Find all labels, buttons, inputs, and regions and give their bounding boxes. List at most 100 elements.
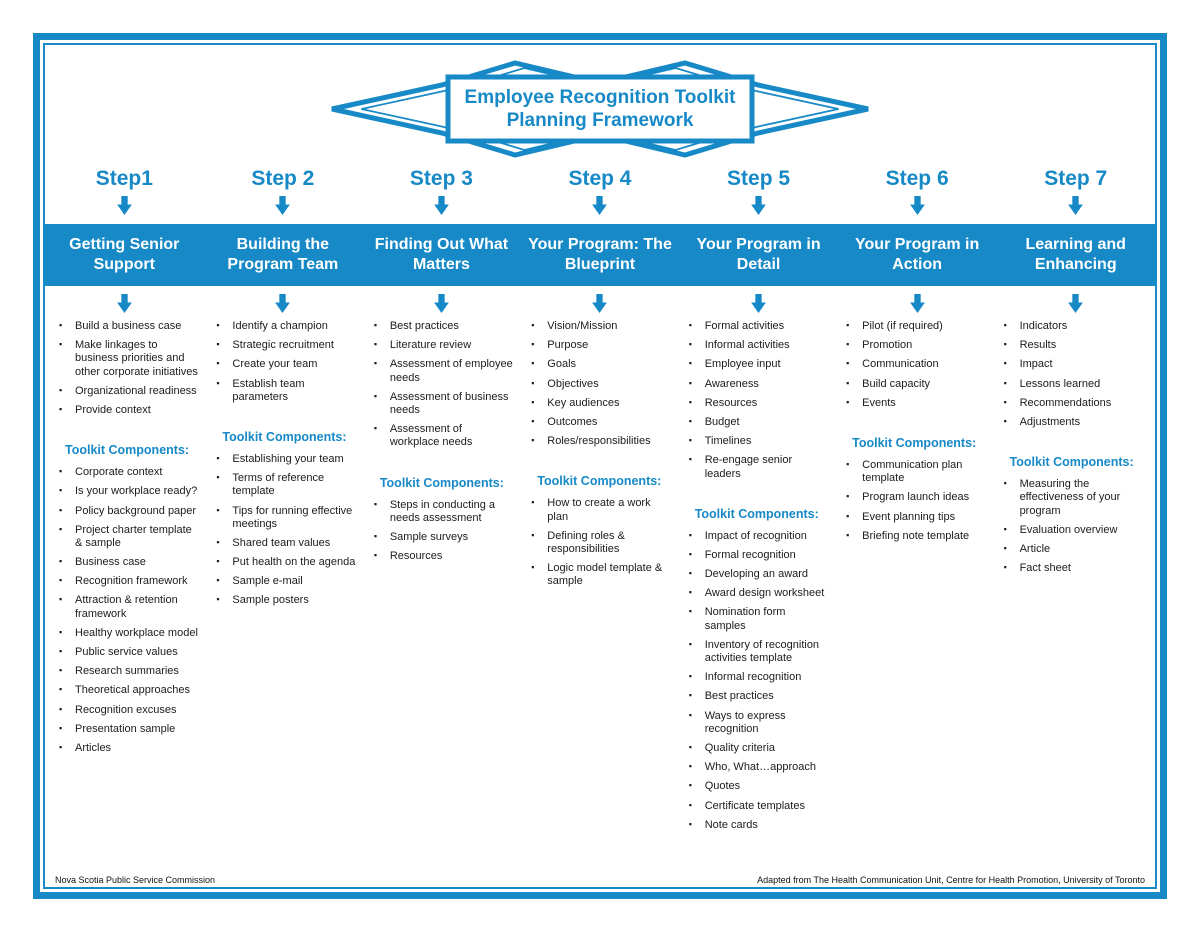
list-item: Business case (58, 556, 199, 569)
toolkit-components-heading: Toolkit Components: (379, 475, 504, 490)
list-item: Award design worksheet (688, 587, 829, 600)
toolkit-components-heading: Toolkit Components: (65, 443, 190, 458)
list-item: Communication plan template (845, 459, 986, 485)
step-column: Best practicesLiterature reviewAssessmen… (364, 320, 521, 569)
list-item: Promotion (845, 339, 986, 352)
list-item: Public service values (58, 646, 199, 659)
list-item: Identify a champion (215, 320, 356, 333)
title-banner: Employee Recognition Toolkit Planning Fr… (45, 45, 1155, 159)
list-item: Sample e-mail (215, 575, 356, 588)
list-item: Certificate templates (688, 800, 829, 813)
footer-attribution-left: Nova Scotia Public Service Commission (55, 875, 216, 885)
toolkit-list: Steps in conducting a needs assessmentSa… (373, 499, 514, 564)
banner-burst-shape: Employee Recognition Toolkit Planning Fr… (331, 60, 869, 158)
step-label: Step1 (95, 167, 153, 190)
toolkit-components-heading: Toolkit Components: (537, 474, 662, 489)
list-item: Pilot (if required) (845, 320, 986, 333)
step-title: Your Program: The Blueprint (528, 236, 672, 273)
step-header: Step 2 (204, 167, 363, 215)
list-item: Quality criteria (688, 742, 829, 755)
step-title: Getting Senior Support (69, 236, 180, 273)
list-item: Assessment of workplace needs (373, 423, 514, 449)
activity-list: Vision/MissionPurposeGoalsObjectivesKey … (530, 320, 671, 448)
step-header: Step 3 (362, 167, 521, 215)
down-arrow-icon (909, 196, 925, 215)
list-item: Briefing note template (845, 530, 986, 543)
down-arrow-icon (751, 196, 766, 215)
list-item: Best practices (688, 690, 829, 703)
step-column: Build a business caseMake linkages to bu… (49, 320, 206, 761)
list-item: Adjustments (1003, 416, 1144, 429)
arrow-cell (362, 294, 521, 313)
footer-attribution-right: Adapted from The Health Communication Un… (757, 875, 1145, 885)
list-item: Recommendations (1003, 397, 1144, 410)
activity-list: Identify a championStrategic recruitment… (215, 320, 356, 404)
activity-list: Build a business caseMake linkages to bu… (58, 320, 199, 417)
toolkit-components-heading: Toolkit Components: (694, 506, 819, 521)
list-item: Results (1003, 339, 1144, 352)
toolkit-components-heading: Toolkit Components: (852, 435, 977, 450)
list-item: Build capacity (845, 378, 986, 391)
down-arrow-icon (116, 196, 132, 215)
step-label: Step 7 (1044, 167, 1108, 190)
down-arrow-icon (1068, 294, 1084, 313)
list-item: Resources (373, 550, 514, 563)
step-column: Pilot (if required) PromotionCommunicatio… (836, 320, 993, 549)
list-item: Measuring the effectiveness of your prog… (1003, 478, 1144, 518)
step-label: Step 4 (568, 167, 632, 190)
step-title: Learning and Enhancing (1025, 236, 1126, 273)
step-header: Step 4 (521, 167, 680, 215)
list-item: Attraction & retention framework (58, 594, 199, 620)
band-cell: Your Program in Action (838, 224, 997, 286)
step-column: IndicatorsResultsImpactLessons learnedRe… (994, 320, 1151, 581)
list-item: Nomination form samples (688, 606, 829, 632)
arrow-row (45, 294, 1155, 313)
list-item: Informal recognition (688, 671, 829, 684)
step-header: Step 7 (996, 167, 1155, 215)
list-item: Developing an award (688, 568, 829, 581)
list-item: Assessment of business needs (373, 391, 514, 417)
step-title: Your Program in Action (855, 236, 980, 273)
list-item: Ways to express recognition (688, 710, 829, 736)
list-item: Corporate context (58, 466, 199, 479)
list-item: Impact of recognition (688, 530, 829, 543)
list-item: Healthy workplace model (58, 627, 199, 640)
list-item: Indicators (1003, 320, 1144, 333)
list-item: Inventory of recognition activities temp… (688, 639, 829, 665)
step-label: Step 3 (409, 167, 473, 190)
list-item: Is your workplace ready? (58, 485, 199, 498)
arrow-cell (679, 294, 838, 313)
list-item: Event planning tips (845, 511, 986, 524)
step-label-row: Step1 Step 2 Step 3 Step 4 Step 5 Step 6 (45, 167, 1155, 215)
list-item: Defining roles & responsibilities (530, 530, 671, 556)
list-item: Objectives (530, 378, 671, 391)
list-item: Steps in conducting a needs assessment (373, 499, 514, 525)
band-cell: Building the Program Team (204, 224, 363, 286)
toolkit-list: How to create a work planDefining roles … (530, 497, 671, 588)
down-arrow-icon (592, 294, 608, 313)
list-item: Articles (58, 742, 199, 755)
band-cell: Finding Out What Matters (362, 224, 521, 286)
list-item: Put health on the agenda (215, 556, 356, 569)
step-column: Vision/MissionPurposeGoalsObjectivesKey … (521, 320, 678, 594)
list-item: Formal recognition (688, 549, 829, 562)
down-arrow-icon (592, 196, 608, 215)
list-item: Who, What…approach (688, 761, 829, 774)
step-title: Your Program in Detail (696, 236, 821, 273)
list-item: Budget (688, 416, 829, 429)
arrow-cell (521, 294, 680, 313)
arrow-cell (45, 294, 204, 313)
step-label: Step 2 (251, 167, 315, 190)
list-item: Roles/responsibilities (530, 435, 671, 448)
list-item: Policy background paper (58, 505, 199, 518)
list-item: Awareness (688, 378, 829, 391)
activity-list: IndicatorsResultsImpactLessons learnedRe… (1003, 320, 1144, 429)
list-item: Make linkages to business priorities and… (58, 339, 199, 379)
toolkit-list: Communication plan templateProgram launc… (845, 459, 986, 543)
arrow-cell (838, 294, 997, 313)
list-item: Recognition excuses (58, 704, 199, 717)
page-title-line2: Planning Framework (507, 110, 694, 131)
arrow-cell (204, 294, 363, 313)
arrow-cell (996, 294, 1155, 313)
list-item: Evaluation overview (1003, 524, 1144, 537)
